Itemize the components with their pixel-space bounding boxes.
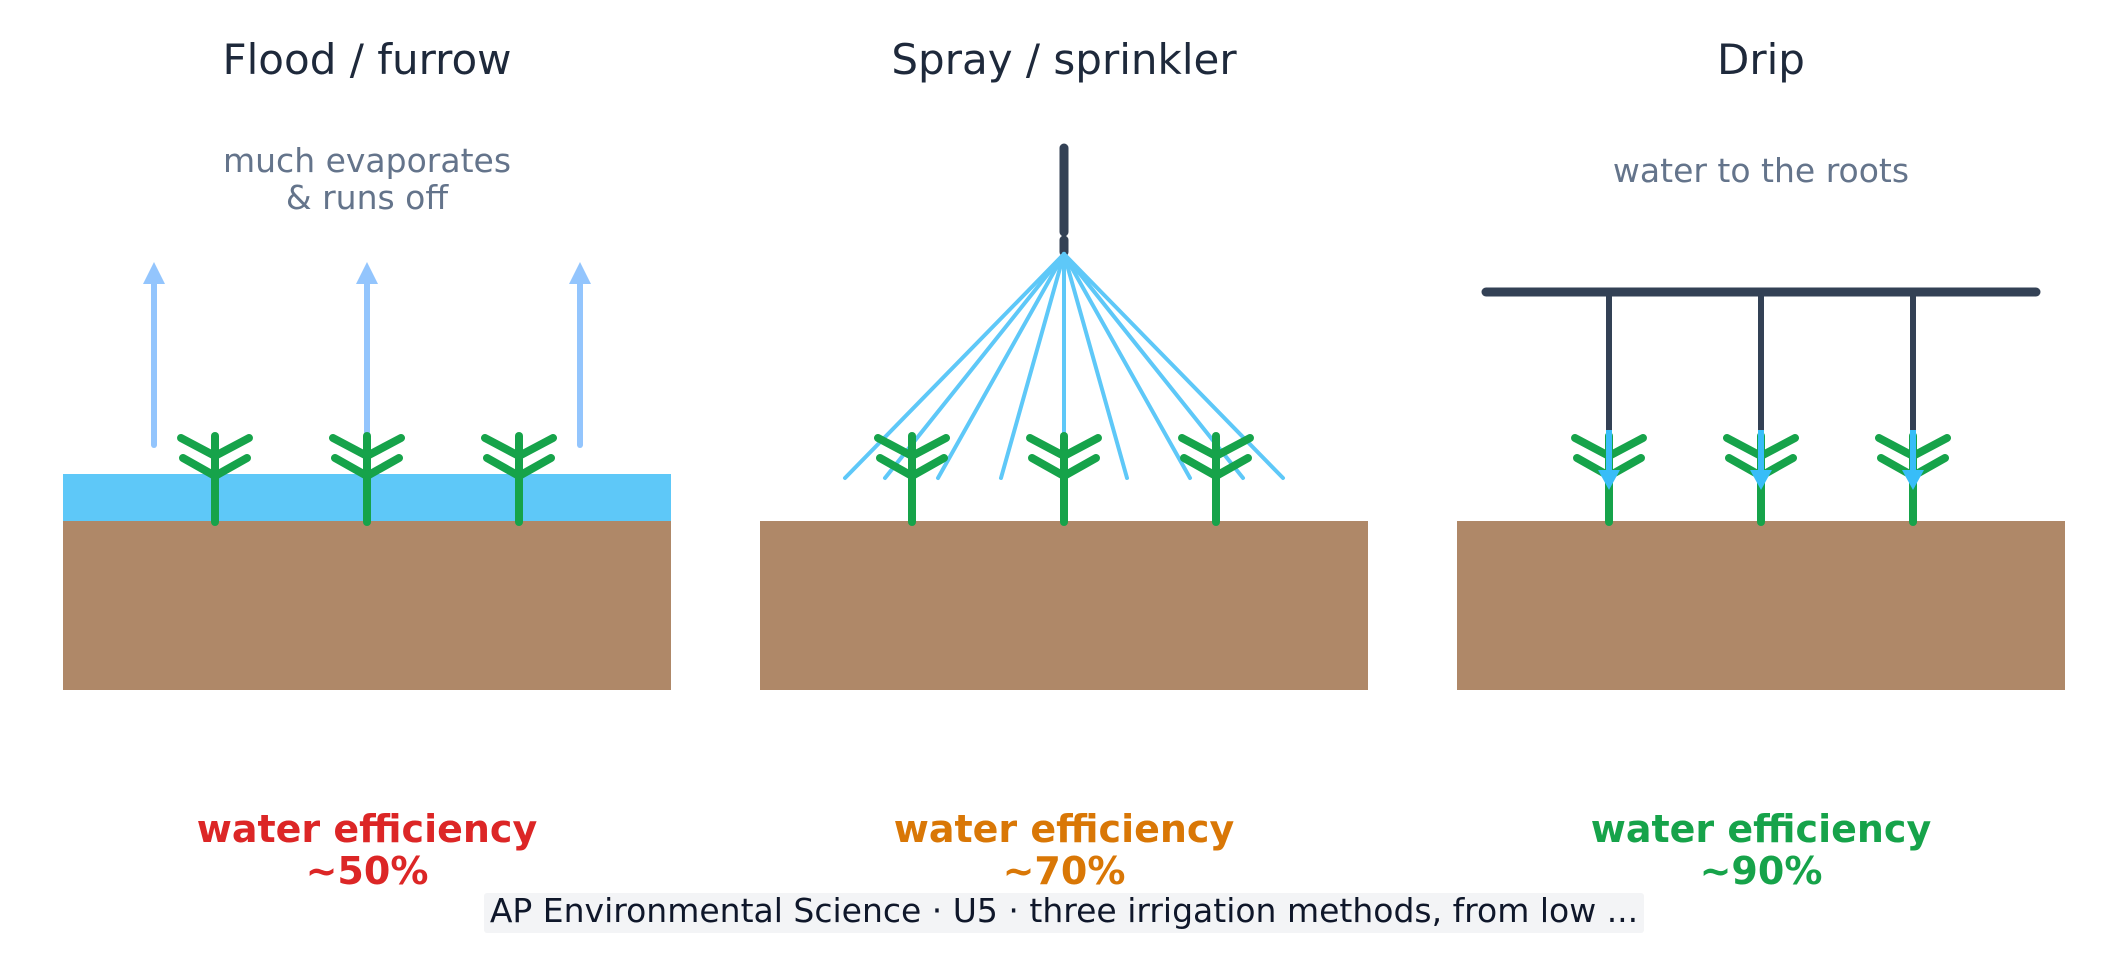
panel-flood: Flood / furrow much evaporates & runs of… — [63, 35, 671, 893]
caption: AP Environmental Science · U5 · three ir… — [484, 891, 1644, 933]
efficiency-value-sprinkler: ~70% — [1003, 849, 1126, 893]
plant-icon — [329, 432, 405, 526]
panel-title-drip: Drip — [1717, 35, 1805, 84]
plant-icon — [177, 432, 253, 526]
panel-sprinkler: Spray / sprinkler — [760, 35, 1368, 893]
soil-block-drip — [1457, 521, 2065, 690]
efficiency-label-flood: water efficiency — [197, 807, 538, 851]
panel-note-flood-line1: much evaporates — [223, 141, 511, 180]
plant-icon — [481, 432, 557, 526]
caption-background — [484, 893, 1644, 933]
evaporation-arrow-icon — [143, 262, 165, 448]
soil-block-flood — [63, 521, 671, 690]
panel-note-flood-line2: & runs off — [286, 178, 449, 217]
panel-note-drip: water to the roots — [1613, 151, 1909, 190]
efficiency-value-flood: ~50% — [306, 849, 429, 893]
efficiency-label-sprinkler: water efficiency — [894, 807, 1235, 851]
efficiency-value-drip: ~90% — [1700, 849, 1823, 893]
drip-emitter-icon — [1750, 430, 1772, 490]
soil-block-sprinkler — [760, 521, 1368, 690]
drip-emitter-icon — [1902, 430, 1924, 490]
plant-icon — [874, 432, 950, 526]
panel-title-sprinkler: Spray / sprinkler — [891, 35, 1237, 84]
drip-emitter-icon — [1598, 430, 1620, 490]
evaporation-arrow-icon — [569, 262, 591, 448]
caption-text: AP Environmental Science · U5 · three ir… — [490, 891, 1638, 930]
plant-icon — [1026, 432, 1102, 526]
efficiency-label-drip: water efficiency — [1591, 807, 1932, 851]
plant-icon — [1178, 432, 1254, 526]
evaporation-arrow-icon — [356, 262, 378, 448]
panel-title-flood: Flood / furrow — [222, 35, 511, 84]
panel-drip: Drip water to the roots — [1457, 35, 2065, 893]
